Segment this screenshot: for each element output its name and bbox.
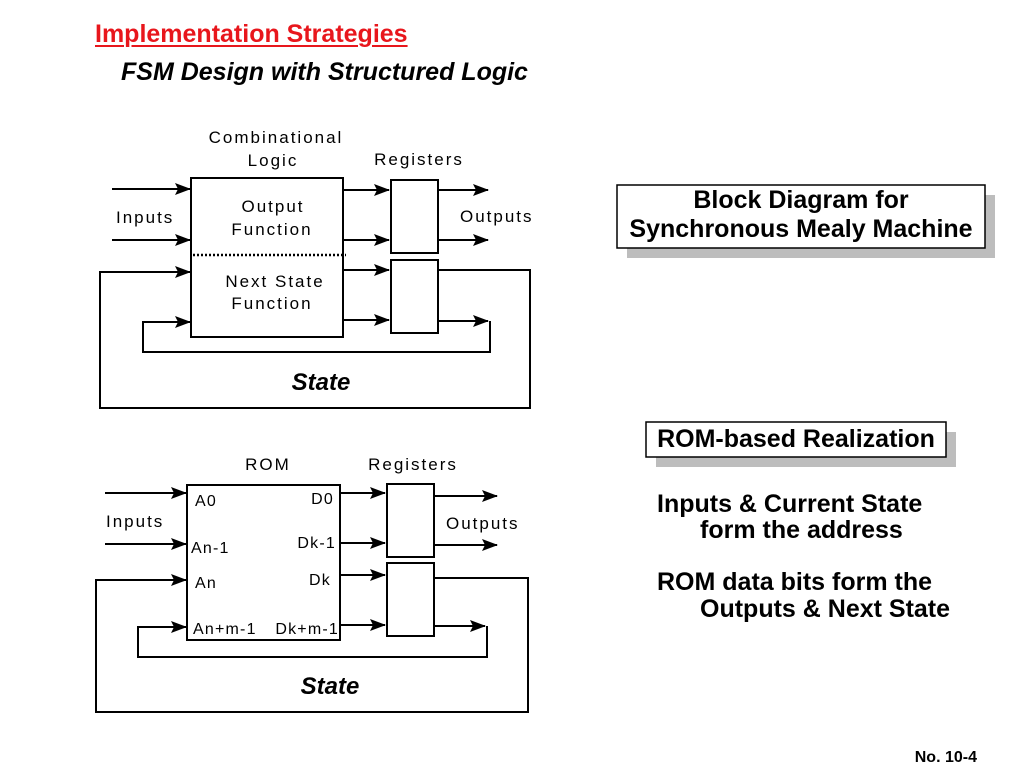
registers-heading: Registers xyxy=(368,455,458,474)
next-state-function-line1: Next State xyxy=(225,272,324,291)
callout-text: ROM-based Realization xyxy=(657,425,935,453)
slide-subtitle: FSM Design with Structured Logic xyxy=(121,58,528,86)
mealy-block-diagram: Combinational Logic Registers Inputs Out… xyxy=(99,128,534,409)
address-pin-an-m-1: An+m-1 xyxy=(193,621,257,638)
data-pin-dk-1: Dk-1 xyxy=(297,535,336,552)
rom-block-diagram: ROM Registers Inputs Outputs A0 D0 An-1 … xyxy=(95,455,529,713)
callout-box xyxy=(645,421,947,458)
state-register-block xyxy=(390,259,439,334)
inputs-label: Inputs xyxy=(116,208,174,227)
outputs-label: Outputs xyxy=(446,514,520,533)
inputs-label: Inputs xyxy=(106,512,164,531)
address-pin-an: An xyxy=(195,575,217,592)
note-2-line2: Outputs & Next State xyxy=(700,595,950,623)
note-2-line1: ROM data bits form the xyxy=(657,568,932,596)
callout-line1: Block Diagram for xyxy=(693,186,909,214)
output-function-line1: Output xyxy=(241,197,304,216)
slide-title: Implementation Strategies xyxy=(95,20,408,48)
logic-heading-line2: Logic xyxy=(248,151,299,170)
note-1-line1: Inputs & Current State xyxy=(657,490,922,518)
data-pin-dk-m-1: Dk+m-1 xyxy=(275,621,339,638)
data-pin-dk: Dk xyxy=(309,572,331,589)
address-pin-an-1: An-1 xyxy=(191,540,230,557)
state-label: State xyxy=(301,673,360,700)
mealy-callout: Block Diagram for Synchronous Mealy Mach… xyxy=(616,184,995,258)
rom-notes: Inputs & Current State form the address … xyxy=(657,490,950,623)
registers-heading: Registers xyxy=(374,150,464,169)
callout-line2: Synchronous Mealy Machine xyxy=(629,215,972,243)
note-1-line2: form the address xyxy=(700,516,903,544)
state-register-block xyxy=(386,562,435,637)
output-function-line2: Function xyxy=(231,220,312,239)
state-label: State xyxy=(292,369,351,396)
inner-state-feedback-loop xyxy=(142,316,491,353)
inner-state-feedback-loop xyxy=(137,621,488,658)
data-pin-d0: D0 xyxy=(311,491,334,508)
rom-callout: ROM-based Realization xyxy=(645,421,956,467)
page-number: No. 10-4 xyxy=(915,749,977,766)
outputs-label: Outputs xyxy=(460,207,534,226)
outer-state-feedback-loop xyxy=(99,266,531,409)
callout-box xyxy=(616,184,986,249)
logic-heading-line1: Combinational xyxy=(209,128,344,147)
output-register-block xyxy=(386,483,435,558)
outer-state-feedback-loop xyxy=(95,574,529,713)
address-pin-a0: A0 xyxy=(195,493,217,510)
rom-block xyxy=(186,484,341,641)
output-register-block xyxy=(390,179,439,254)
combinational-logic-block xyxy=(190,177,344,338)
next-state-function-line2: Function xyxy=(231,294,312,313)
rom-heading: ROM xyxy=(245,455,291,474)
